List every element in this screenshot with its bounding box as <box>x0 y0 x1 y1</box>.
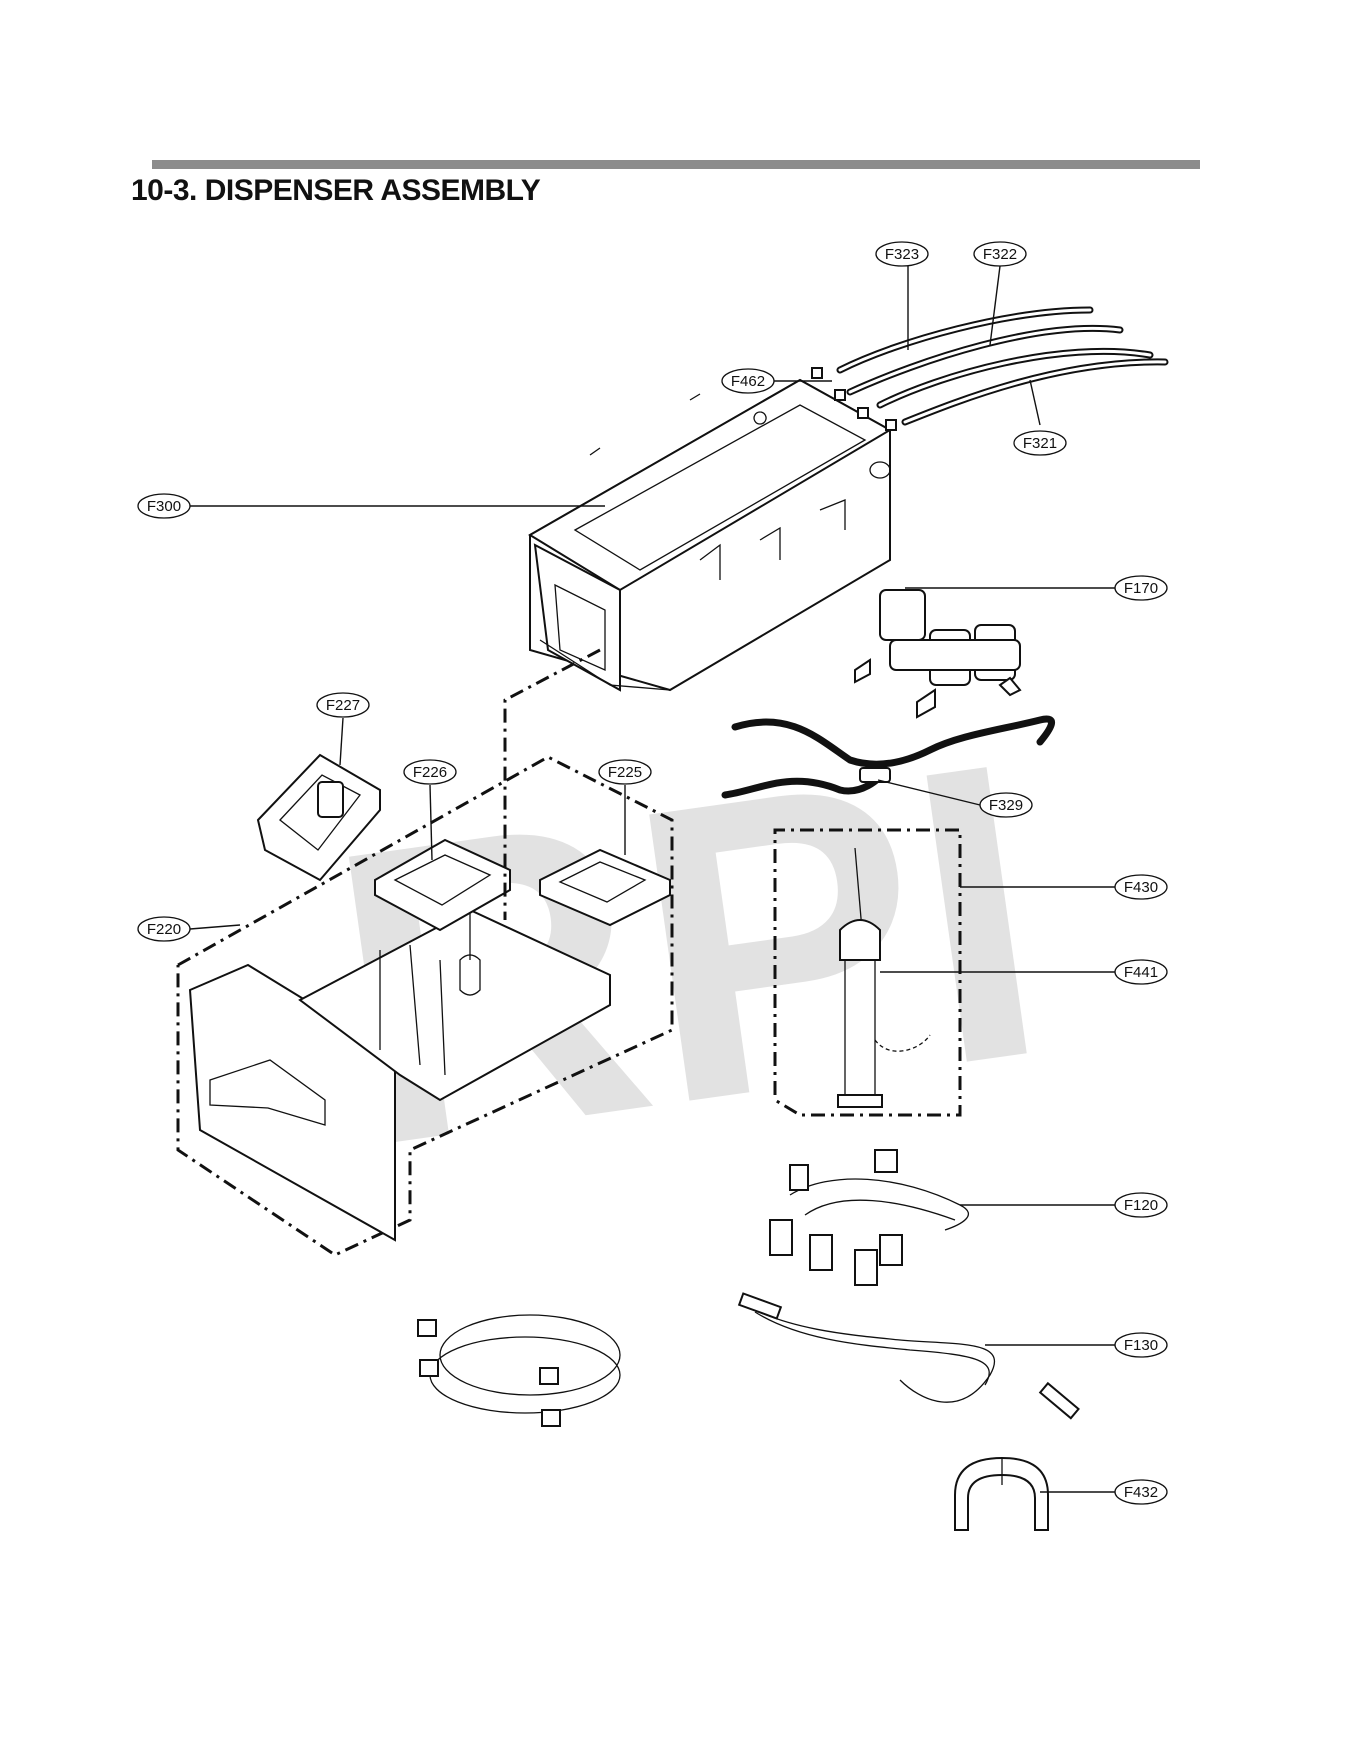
wire-harness-f130 <box>737 1292 1080 1420</box>
bleach-insert <box>539 848 671 927</box>
page-title: 10-3. DISPENSER ASSEMBLY <box>131 174 541 207</box>
part-label-F321: F321 <box>1013 430 1067 456</box>
wire-harness-f120 <box>769 1149 969 1286</box>
part-label-F220: F220 <box>137 916 191 942</box>
part-label-text: F227 <box>326 697 360 714</box>
header-rule <box>152 160 1200 169</box>
part-label-text: F170 <box>1124 580 1158 597</box>
leader-lines <box>189 265 1115 1493</box>
part-label-text: F322 <box>983 246 1017 263</box>
part-label-text: F321 <box>1023 435 1057 452</box>
part-label-text: F120 <box>1124 1197 1158 1214</box>
part-label-F130: F130 <box>1114 1332 1168 1358</box>
part-label-text: F225 <box>608 764 642 781</box>
part-label-text: F329 <box>989 797 1023 814</box>
part-label-F227: F227 <box>316 692 370 718</box>
part-label-F430: F430 <box>1114 874 1168 900</box>
part-label-text: F220 <box>147 921 181 938</box>
part-label-text: F130 <box>1124 1337 1158 1354</box>
part-label-text: F432 <box>1124 1484 1158 1501</box>
hose-clip <box>954 1456 1049 1531</box>
part-label-F225: F225 <box>598 759 652 785</box>
part-label-F322: F322 <box>973 241 1027 267</box>
siphon-cap <box>256 753 381 882</box>
part-label-text: F323 <box>885 246 919 263</box>
part-label-text: F226 <box>413 764 447 781</box>
part-label-text: F300 <box>147 498 181 515</box>
part-label-text: F430 <box>1124 879 1158 896</box>
part-label-F226: F226 <box>403 759 457 785</box>
softener-insert <box>374 838 511 932</box>
part-label-F329: F329 <box>979 792 1033 818</box>
part-label-F323: F323 <box>875 241 929 267</box>
part-label-F170: F170 <box>1114 575 1168 601</box>
drawer-assembly <box>176 755 674 1257</box>
part-label-F120: F120 <box>1114 1192 1168 1218</box>
part-label-F432: F432 <box>1114 1479 1168 1505</box>
water-valve <box>854 589 1022 719</box>
part-label-text: F441 <box>1124 964 1158 981</box>
part-label-F300: F300 <box>137 493 191 519</box>
dispenser-housing <box>528 378 893 692</box>
inlet-hose-coil <box>417 1314 621 1427</box>
part-label-F462: F462 <box>721 368 775 394</box>
part-label-text: F462 <box>731 373 765 390</box>
connector-hose <box>721 715 1055 799</box>
part-label-F441: F441 <box>1114 959 1168 985</box>
inlet-hoses <box>811 306 1169 431</box>
